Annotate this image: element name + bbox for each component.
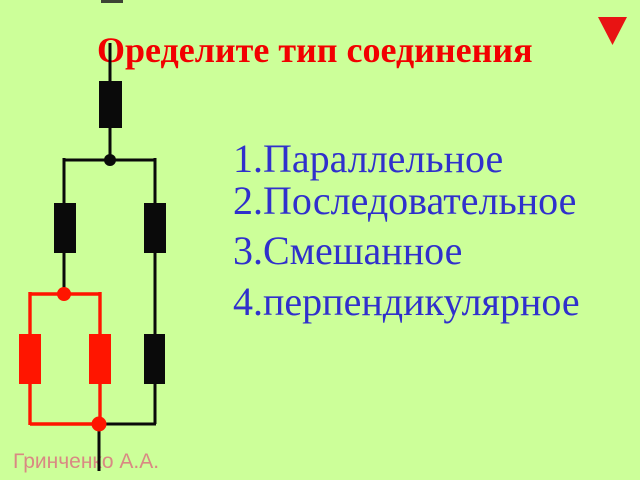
option-3-mixed: 3.Смешанное xyxy=(233,228,463,273)
resistor-r4 xyxy=(19,334,41,384)
nav-triangle-icon[interactable] xyxy=(598,17,627,45)
option-1-parallel: 1.Параллельное xyxy=(233,136,504,181)
option-4-perpendicular: 4.перпендикулярное xyxy=(233,279,580,324)
resistor-r6 xyxy=(144,334,165,384)
resistor-r1 xyxy=(99,81,122,128)
junction-b-dot xyxy=(57,287,71,301)
artifact-mark xyxy=(101,0,123,3)
junction-c-dot xyxy=(91,416,107,432)
resistor-r3 xyxy=(144,203,166,253)
author-credit: Гринченко А.А. xyxy=(13,450,160,473)
page-title: Оределите тип соединения xyxy=(97,30,533,71)
option-2-series: 2.Последовательное xyxy=(233,178,577,223)
resistor-r5 xyxy=(89,334,111,384)
resistor-r2 xyxy=(54,203,76,253)
junction-a-dot xyxy=(104,154,116,166)
